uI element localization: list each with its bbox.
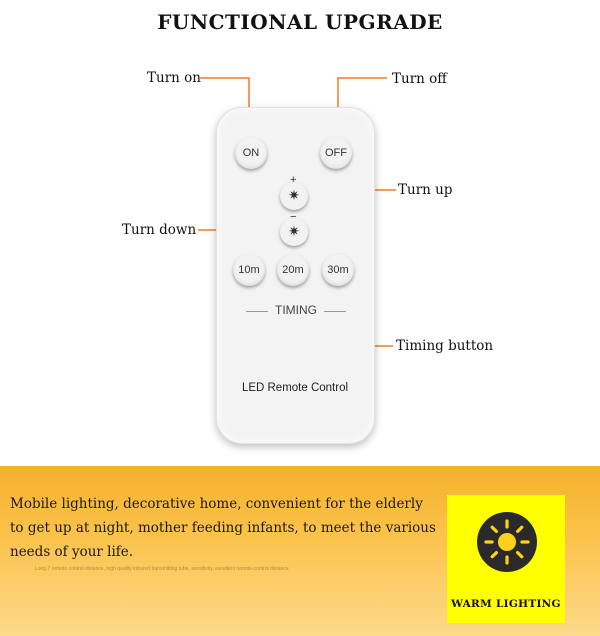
turn-up-label: Turn up [398, 182, 453, 198]
timing-rule-left [246, 311, 268, 312]
fine-print: Long 7 remote control distance, high qua… [35, 566, 289, 572]
remote-model-label: LED Remote Control [241, 382, 349, 394]
sun-icon: ✷ [288, 224, 300, 240]
on-button[interactable]: ON [235, 137, 267, 169]
warm-lighting-label: WARM LIGHTING [451, 598, 561, 610]
plus-sign: + [290, 174, 297, 186]
description-text: Mobile lighting, decorative home, conven… [10, 496, 436, 560]
turn-on-label: Turn on [147, 70, 201, 86]
timer-20-button[interactable]: 20m [277, 254, 309, 286]
timing-rule-right [324, 311, 346, 312]
timer-30-button[interactable]: 30m [322, 254, 354, 286]
off-button[interactable]: OFF [320, 137, 352, 169]
timing-label: TIMING [275, 303, 317, 317]
brightness-down-button[interactable]: ✷ [280, 218, 308, 246]
sun-icon: ✷ [288, 188, 300, 204]
page-title: FUNCTIONAL UPGRADE [157, 10, 443, 34]
minus-sign: − [290, 211, 297, 223]
timer-10-button[interactable]: 10m [233, 254, 265, 286]
turn-off-label: Turn off [392, 71, 447, 87]
turn-down-label: Turn down [122, 222, 197, 238]
brightness-up-button[interactable]: ✷ [280, 182, 308, 210]
sun-icon [477, 512, 537, 572]
timing-button-label: Timing button [396, 338, 494, 354]
